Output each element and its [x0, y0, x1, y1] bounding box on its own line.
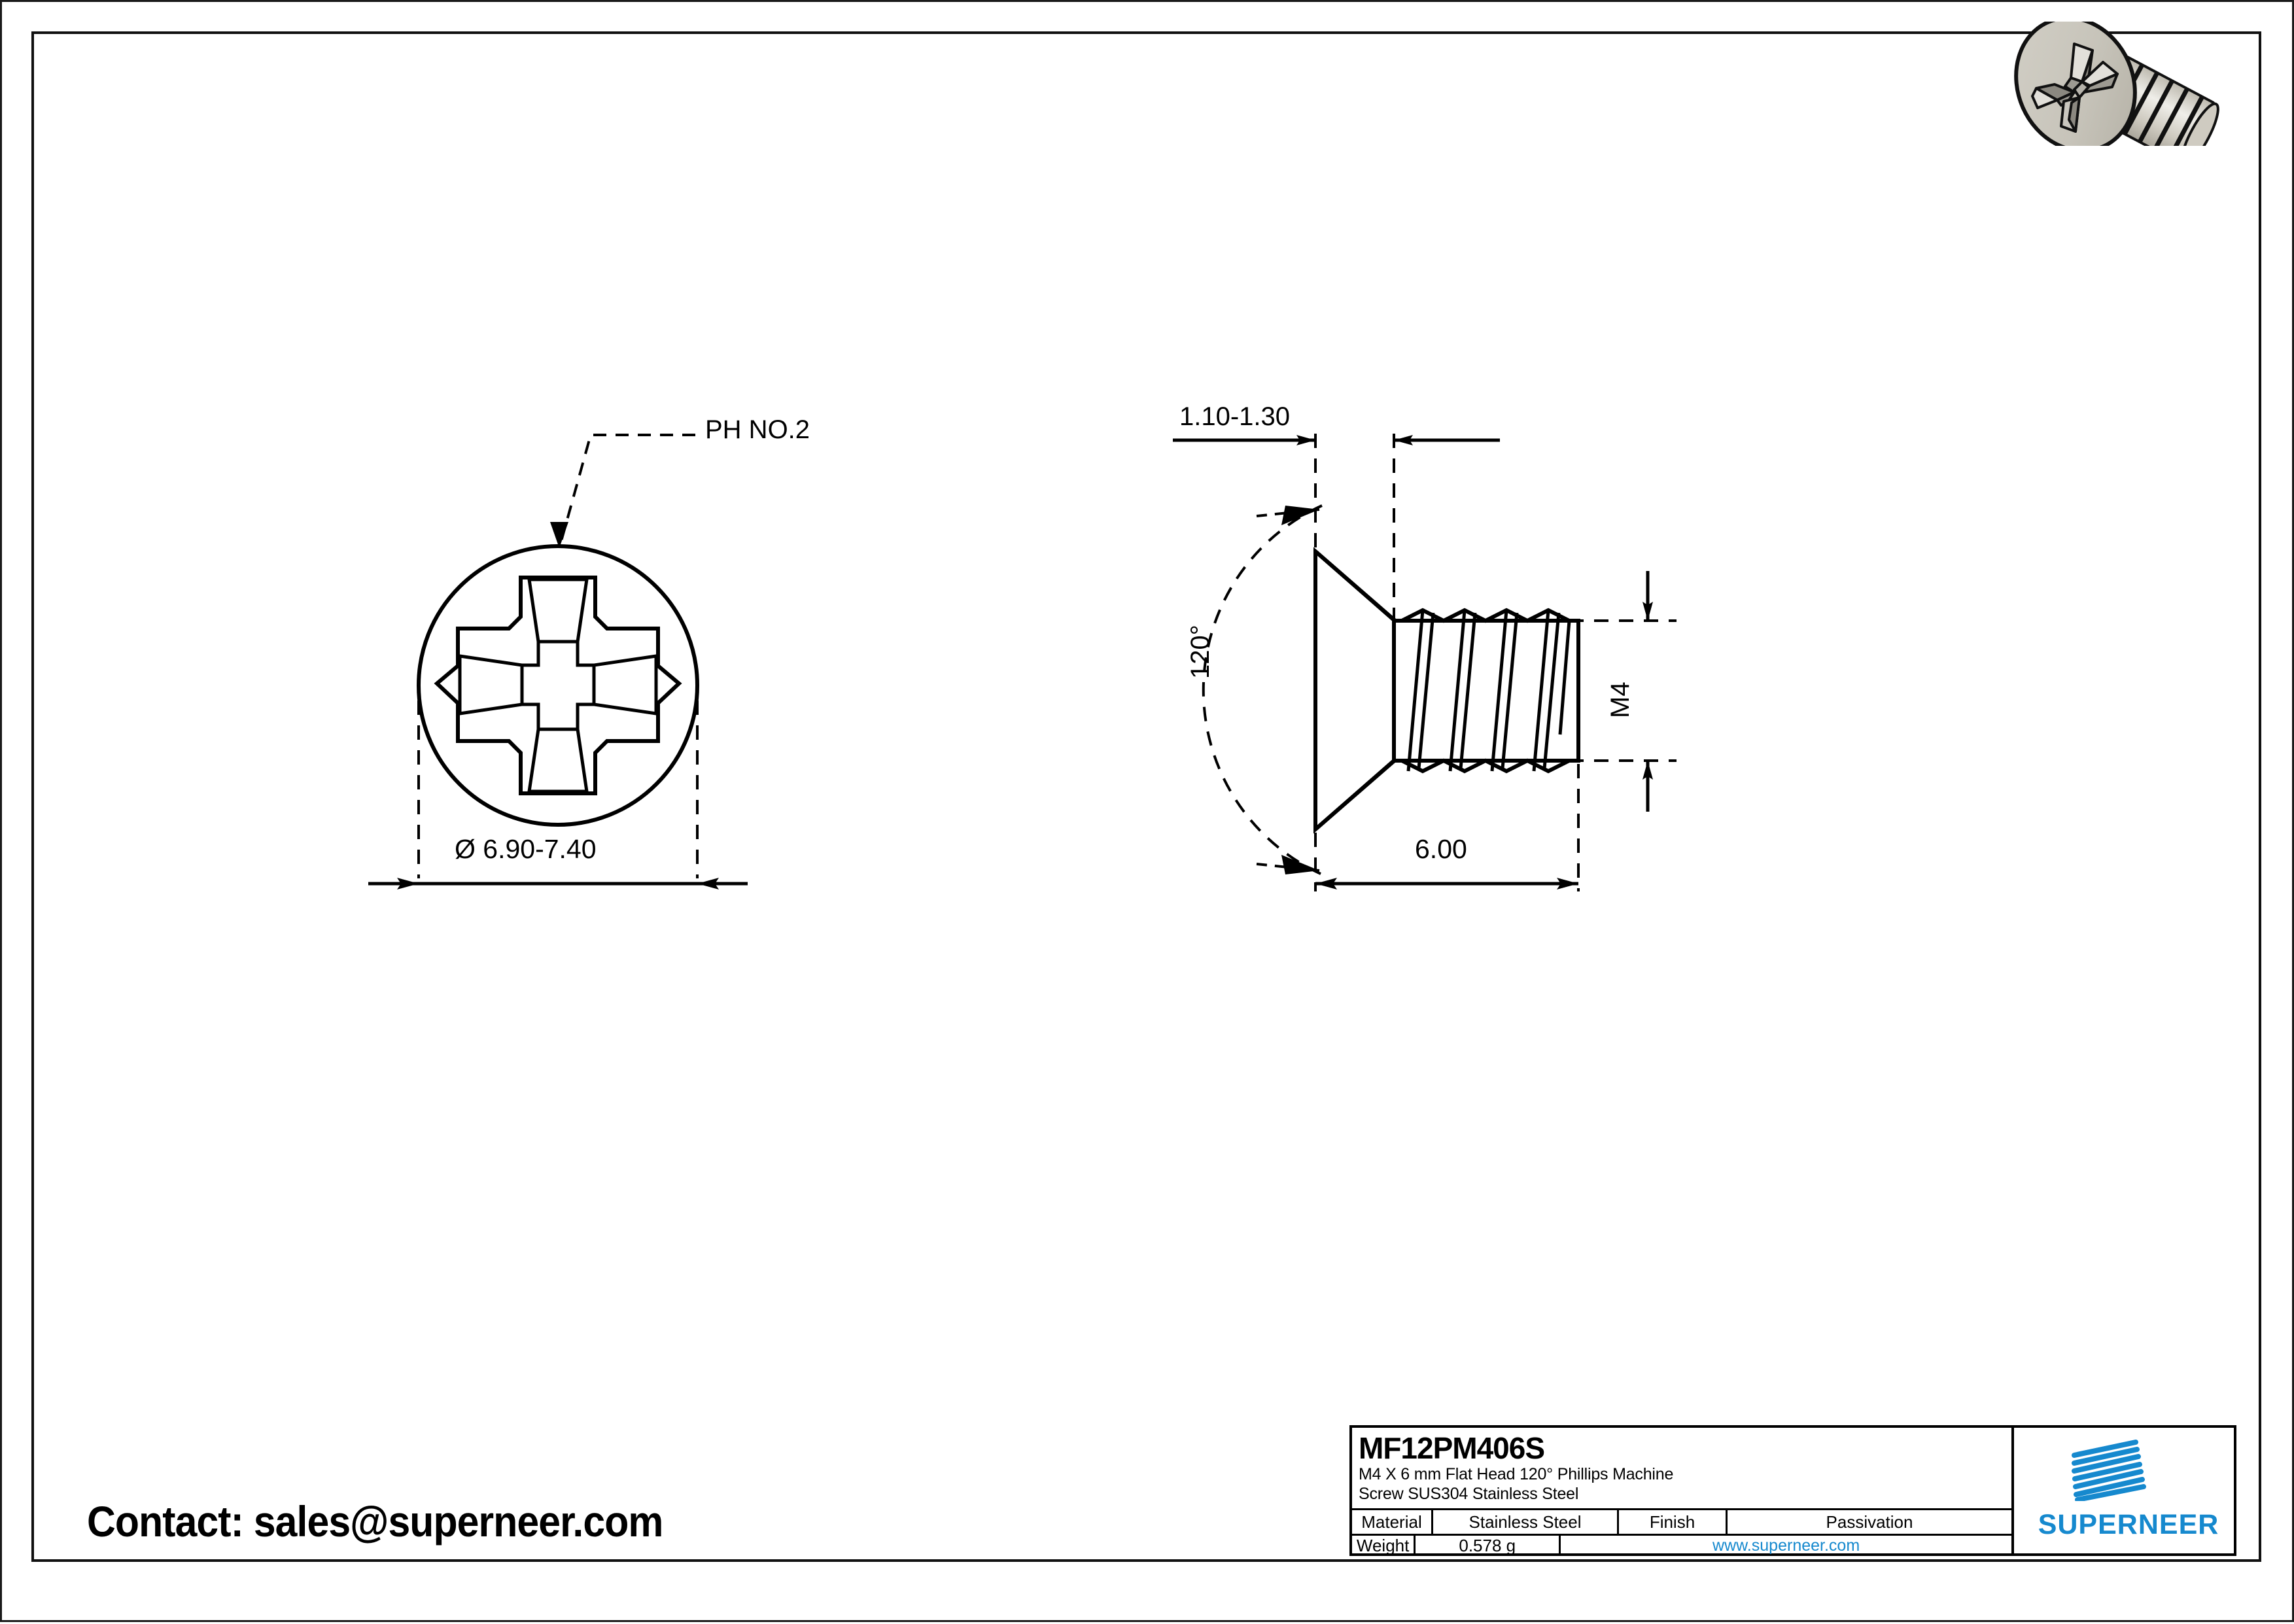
description-line-2: Screw SUS304 Stainless Steel [1359, 1485, 1579, 1503]
description-line-1: M4 X 6 mm Flat Head 120° Phillips Machin… [1359, 1465, 1674, 1483]
screw-3d-render [2014, 22, 2219, 146]
material-value: Stainless Steel [1433, 1510, 1619, 1534]
label-thread-size: M4 [1606, 682, 1635, 718]
material-label: Material [1352, 1510, 1433, 1534]
website-link[interactable]: www.superneer.com [1712, 1536, 1860, 1555]
label-ph-no2: PH NO.2 [705, 415, 810, 444]
title-block-info: MF12PM406S M4 X 6 mm Flat Head 120° Phil… [1352, 1428, 2014, 1556]
part-number: MF12PM406S [1359, 1431, 1545, 1465]
brand-logo-cell: SUPERNEER [2014, 1428, 2234, 1553]
title-block-row-material: Material Stainless Steel Finish Passivat… [1352, 1510, 2011, 1536]
superneer-logo-icon [2072, 1440, 2146, 1501]
finish-value: Passivation [1826, 1512, 1913, 1532]
contact-text: Contact: sales@superneer.com [87, 1497, 663, 1546]
label-head-angle: 120° [1186, 625, 1215, 679]
label-head-height: 1.10-1.30 [1179, 402, 1291, 431]
weight-label: Weight [1352, 1536, 1416, 1556]
title-block: MF12PM406S M4 X 6 mm Flat Head 120° Phil… [1349, 1425, 2236, 1556]
brand-wordmark: SUPERNEER [2038, 1509, 2219, 1540]
label-screw-length: 6.00 [1415, 834, 1467, 864]
finish-label: Finish [1619, 1510, 1728, 1534]
weight-value: 0.578 g [1416, 1536, 1561, 1556]
title-block-row-weight: Weight 0.578 g www.superneer.com [1352, 1536, 2011, 1556]
title-block-description: MF12PM406S M4 X 6 mm Flat Head 120° Phil… [1352, 1428, 2011, 1510]
label-head-diameter: Ø 6.90-7.40 [455, 834, 597, 864]
drawing-frame [31, 31, 2261, 1562]
